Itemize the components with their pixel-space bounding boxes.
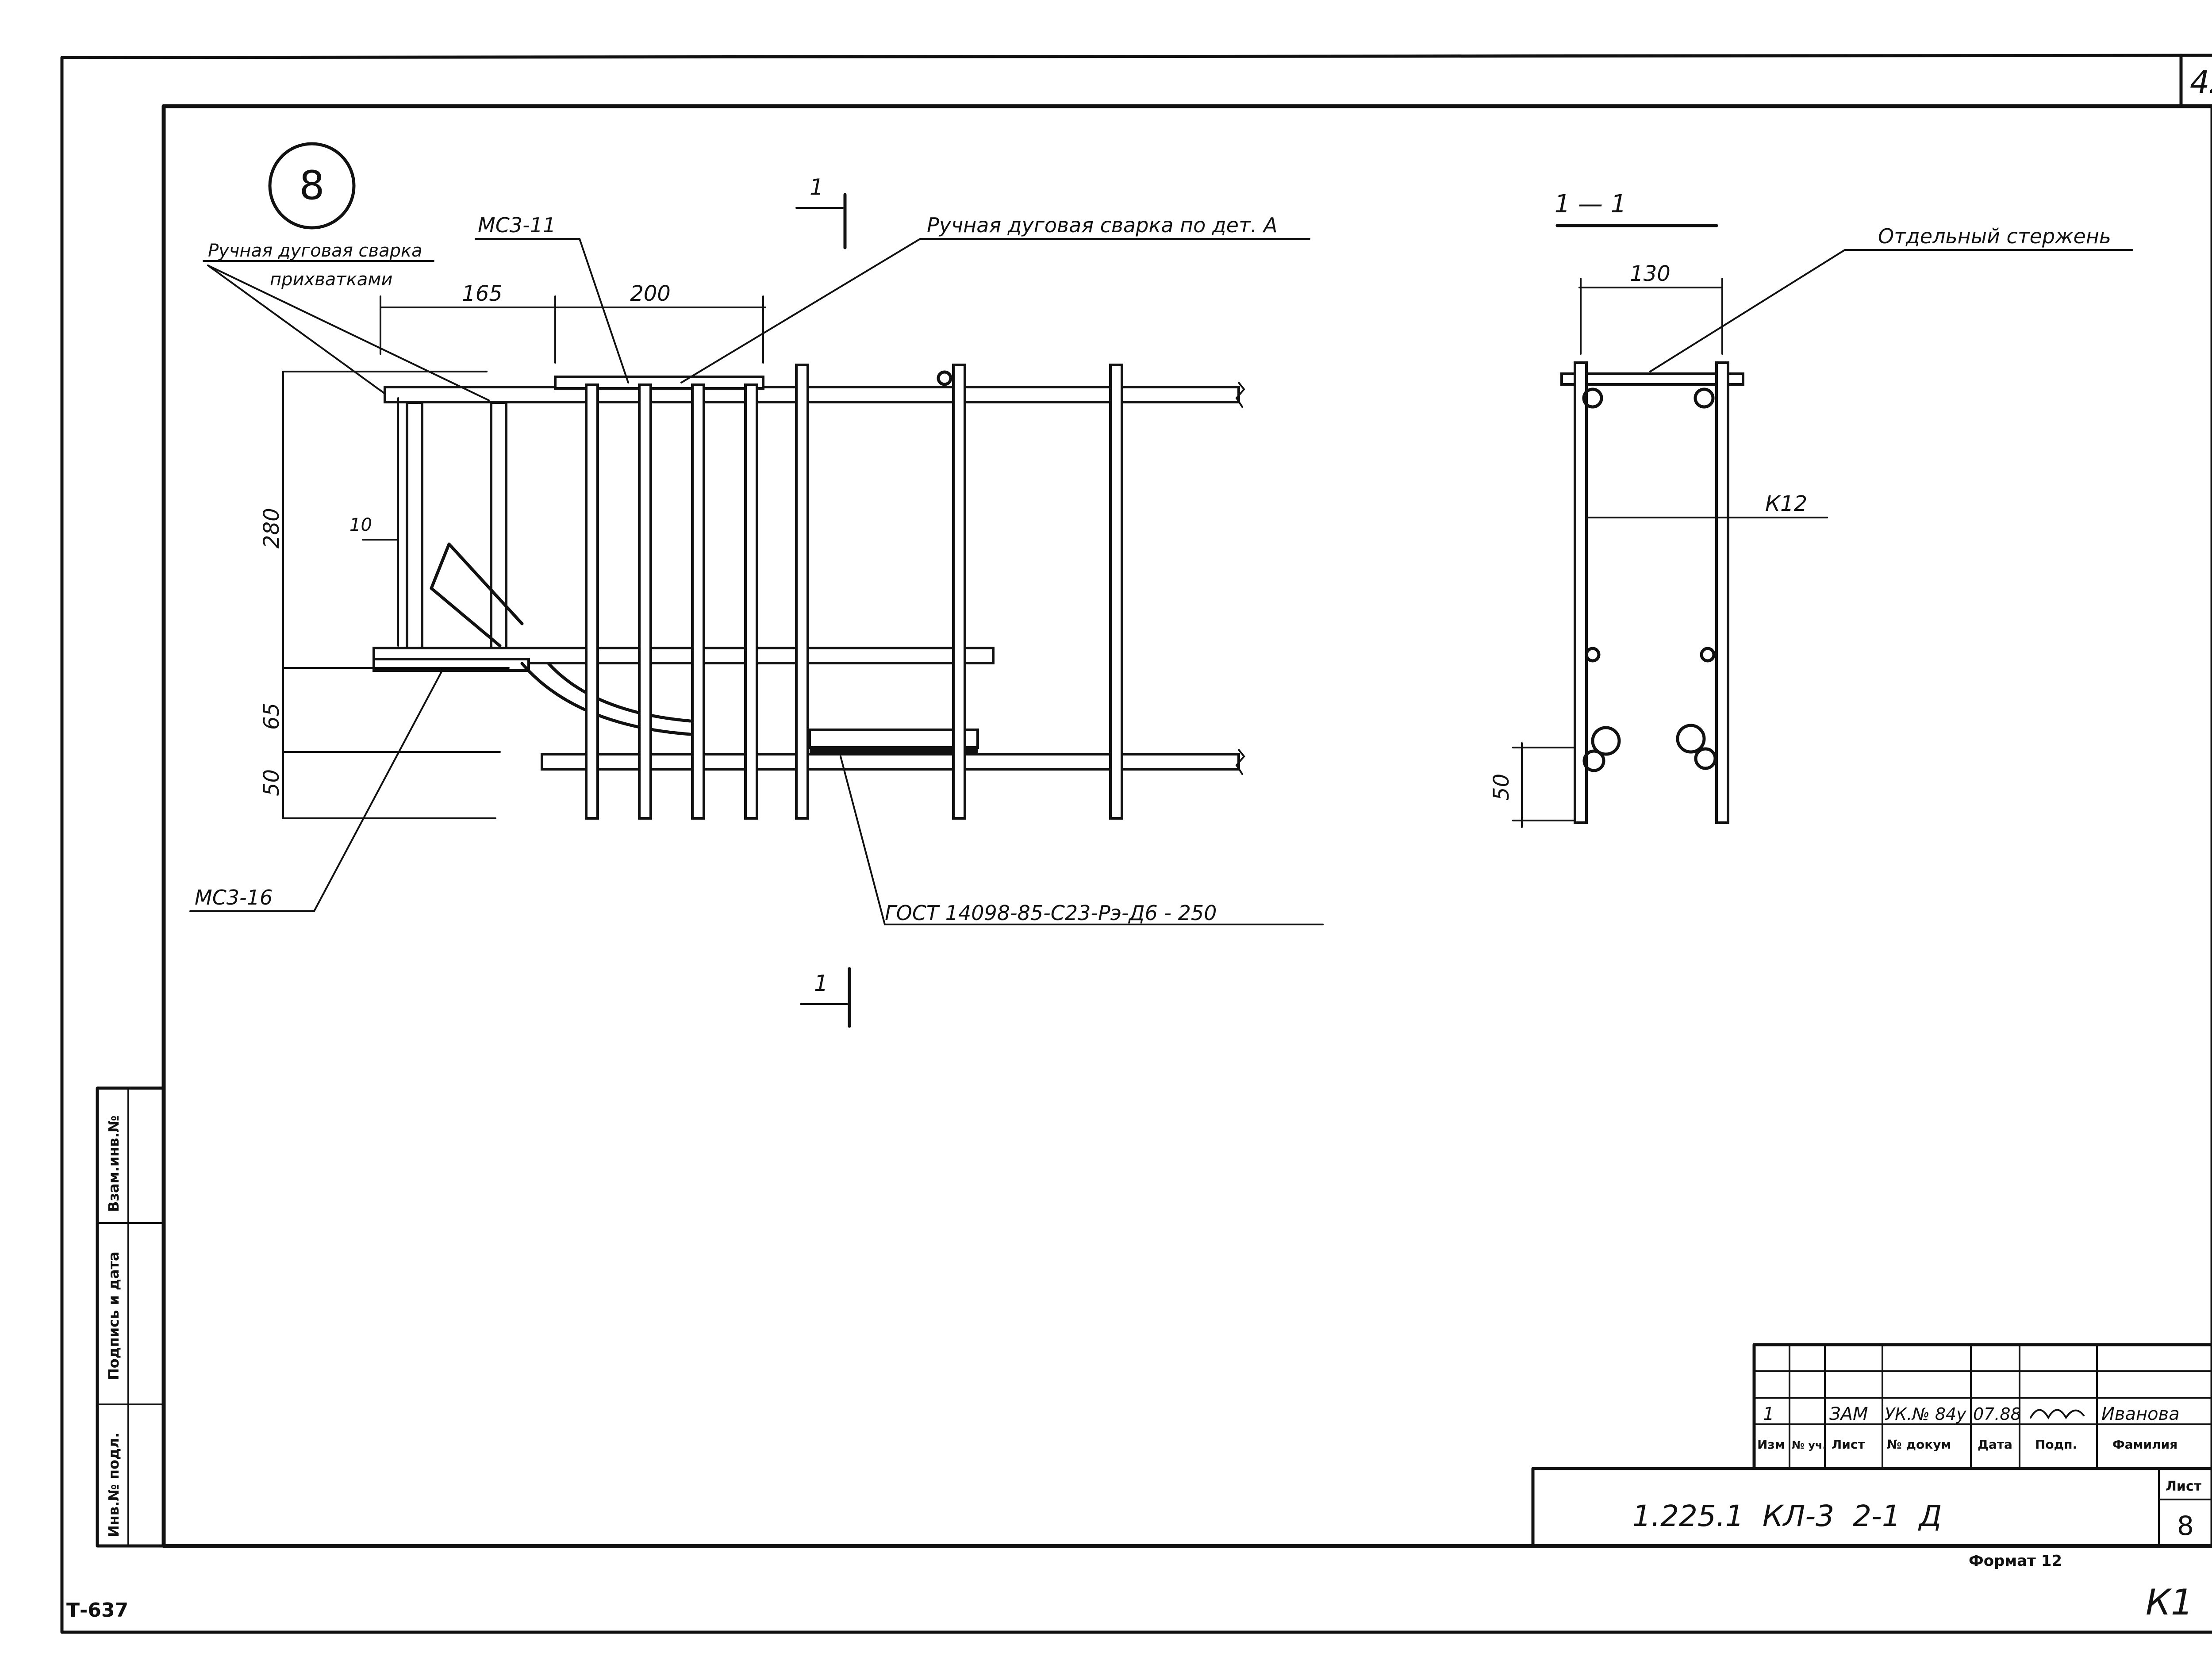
section-marker-top: [795, 193, 847, 249]
corner-sheet-number: 42: [2190, 64, 2212, 100]
hdr-list: Лист: [1832, 1437, 1865, 1452]
dim-130: 130: [1630, 261, 1671, 286]
note-manual-weld-tacks-1: Ручная дуговая сварка: [208, 241, 422, 261]
title-block: [1531, 1343, 2212, 1548]
format-label: Формат 12: [1969, 1552, 2062, 1570]
label-mc3-11: МС3-11: [478, 213, 556, 237]
list-number: 8: [2177, 1511, 2194, 1542]
main-view: [373, 364, 1245, 820]
dim-50-left: 50: [259, 769, 284, 796]
stamp-podpis-data: Подпись и дата: [105, 1251, 122, 1380]
dimension-lines-main: [282, 295, 766, 819]
rev-date: 07.88: [1973, 1404, 2021, 1424]
hdr-izm: Изм: [1757, 1437, 1785, 1452]
dim-165: 165: [462, 281, 503, 306]
dim-280: 280: [259, 508, 284, 548]
section-view: [1560, 361, 1744, 824]
note-separate-rod: Отдельный стержень: [1878, 224, 2111, 248]
stamp-inv-no-podl: Инв.№ подл.: [105, 1433, 122, 1537]
outer-frame: [60, 54, 2212, 1634]
rev-izm: 1: [1763, 1404, 1774, 1424]
hdr-uch: № уч.: [1792, 1439, 1826, 1451]
rev-signature: [2030, 1409, 2085, 1420]
hdr-sign: Подп.: [2035, 1437, 2077, 1452]
note-manual-weld-tacks-2: прихватками: [270, 269, 392, 290]
dim-50-right: 50: [1489, 774, 1514, 801]
margin-stamp: [96, 1086, 165, 1548]
detail-number: 8: [299, 162, 324, 209]
list-label: Лист: [2166, 1479, 2202, 1494]
weld-bead: [810, 748, 978, 755]
stamp-vzam-inv: Взам.инв.№: [105, 1116, 122, 1212]
bottom-right-mark: К1: [2146, 1582, 2193, 1623]
rev-name: Иванова: [2101, 1404, 2180, 1424]
section-title: 1 — 1: [1555, 190, 1627, 219]
section-marker-top-label: 1: [810, 174, 824, 200]
note-gost-weld: ГОСТ 14098-85-С23-Рэ-Д6 - 250: [885, 901, 1217, 925]
bottom-left-code: Т-637: [66, 1599, 128, 1622]
leader-lines-main: [189, 238, 1324, 925]
label-mc3-16: МС3-16: [195, 886, 273, 909]
dim-200: 200: [630, 281, 671, 306]
detail-circle: [268, 142, 356, 230]
designation: 1.225.1 КЛ-3 2-1 Д: [1632, 1499, 1942, 1533]
section-marker-bottom-label: 1: [814, 970, 828, 996]
dim-65: 65: [259, 703, 284, 730]
section-marker-bottom: [800, 967, 851, 1028]
dim-10: 10: [349, 515, 372, 535]
note-manual-weld-det-a: Ручная дуговая сварка по дет. А: [927, 213, 1277, 237]
hdr-doc: № докум: [1887, 1437, 1951, 1452]
hdr-name: Фамилия: [2112, 1437, 2177, 1452]
dimension-lines-section: [1512, 249, 2133, 828]
label-k12: К12: [1765, 491, 1807, 516]
rev-list: ЗАМ: [1829, 1404, 1868, 1424]
rev-doc: УК.№ 84у: [1885, 1404, 1966, 1424]
hdr-date: Дата: [1978, 1437, 2012, 1452]
